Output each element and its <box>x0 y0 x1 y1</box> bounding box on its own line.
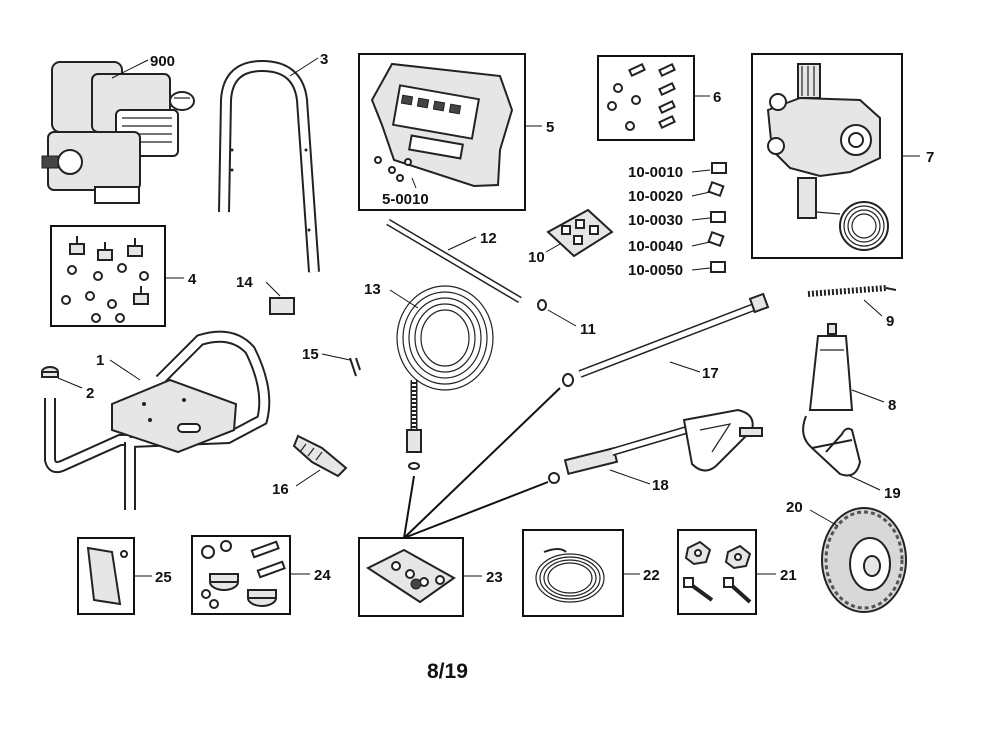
nozzle-kit-illustration <box>546 208 614 258</box>
wheel-hardware-box <box>677 529 757 615</box>
callout-hose: 13 <box>364 281 381 298</box>
callout-turbo-nozzle: 16 <box>272 481 289 498</box>
callout-wheel: 20 <box>786 499 803 516</box>
callout-hook: 19 <box>884 485 901 502</box>
hose-illustration <box>396 285 494 470</box>
page-number: 8/19 <box>427 660 468 683</box>
callout-cap: 2 <box>86 385 94 402</box>
callout-extension-tube: 12 <box>480 230 497 247</box>
callout-wheel-hardware: 21 <box>780 567 797 584</box>
nozzle-holder-box <box>358 537 464 617</box>
manual-illustration <box>86 546 128 606</box>
callout-wand: 17 <box>702 365 719 382</box>
handle-illustration <box>218 59 320 273</box>
engine-illustration <box>41 61 195 204</box>
vibration-mounts-illustration <box>61 236 149 323</box>
extension-tube-illustration <box>386 218 522 304</box>
panel-fasteners-box <box>597 55 695 141</box>
callout-filter-funnel: 8 <box>888 397 896 414</box>
panel-fasteners-illustration <box>607 62 676 131</box>
nozzle-holder-illustration <box>365 548 456 604</box>
spring-illustration <box>807 285 897 297</box>
callout-control-panel: 5 <box>546 119 554 136</box>
callout-vibration-mounts: 4 <box>188 271 197 288</box>
vibration-mounts-box <box>50 225 166 327</box>
callout-nozzle-kit: 10 <box>528 249 545 266</box>
callout-pump-part-1: 10-0010 <box>628 164 683 181</box>
callout-garden-hose: 22 <box>643 567 660 584</box>
turbo-nozzle-illustration <box>292 434 348 478</box>
callout-spray-gun: 18 <box>652 477 669 494</box>
callout-panel-hardware: 5-0010 <box>382 191 429 208</box>
callout-panel-fasteners: 6 <box>713 89 721 106</box>
callout-hardware-kit: 24 <box>314 567 331 584</box>
label-illustration <box>269 297 295 315</box>
callout-pin: 15 <box>302 346 319 363</box>
callout-pump-part-2: 10-0020 <box>628 188 683 205</box>
wheel-illustration <box>821 507 907 613</box>
wheel-hardware-illustration <box>683 540 752 604</box>
frame-illustration <box>44 330 271 510</box>
garden-hose-illustration <box>535 548 605 603</box>
cap-illustration <box>41 366 59 378</box>
callout-spring: 9 <box>886 313 894 330</box>
pump-illustration <box>766 63 889 251</box>
pump-small-parts <box>707 162 727 273</box>
filter-funnel-illustration <box>808 323 854 411</box>
callout-handle: 3 <box>320 51 328 68</box>
spray-gun-illustration <box>548 408 763 484</box>
hook-illustration <box>802 415 862 477</box>
callout-pump-part-3: 10-0030 <box>628 212 683 229</box>
hardware-kit-illustration <box>201 540 286 609</box>
callout-label: 14 <box>236 274 253 291</box>
hardware-kit-box <box>191 535 291 615</box>
control-panel-box <box>358 53 526 211</box>
callout-engine: 900 <box>150 53 175 70</box>
callout-pump: 7 <box>926 149 934 166</box>
converging-leaders <box>403 387 561 539</box>
callout-nozzle-holder: 23 <box>486 569 503 586</box>
garden-hose-box <box>522 529 624 617</box>
callout-pump-part-4: 10-0040 <box>628 238 683 255</box>
callout-frame: 1 <box>96 352 104 369</box>
callout-o-ring: 11 <box>580 321 596 338</box>
callout-manual: 25 <box>155 569 172 586</box>
o-ring-illustration <box>537 299 547 311</box>
callout-pump-part-5: 10-0050 <box>628 262 683 279</box>
wand-illustration <box>562 292 770 387</box>
pin-illustration <box>349 357 361 377</box>
control-panel-illustration <box>370 62 514 188</box>
